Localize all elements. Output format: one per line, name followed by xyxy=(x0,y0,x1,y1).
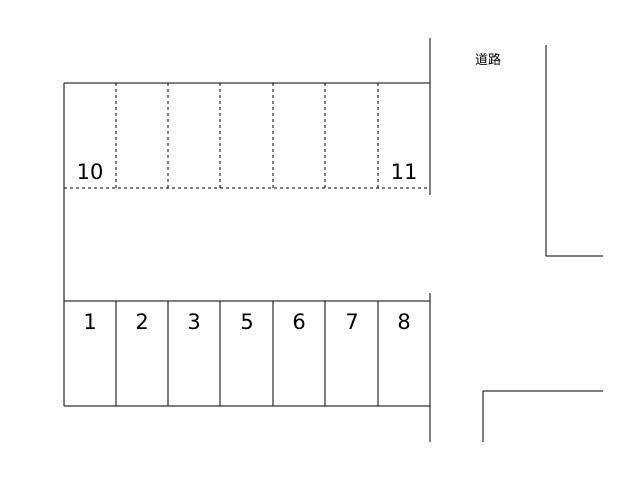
stall-number-5: 5 xyxy=(240,310,253,334)
bottom-parking-row xyxy=(64,300,430,407)
stall-number-6: 6 xyxy=(292,310,305,334)
top-parking-row xyxy=(64,82,430,189)
stall-label-11: 11 xyxy=(391,160,418,184)
stall-number-8: 8 xyxy=(397,310,410,334)
stall-number-2: 2 xyxy=(135,310,148,334)
stall-label-10: 10 xyxy=(77,160,104,184)
stall-number-3: 3 xyxy=(187,310,200,334)
road-edge-upper-right xyxy=(545,45,603,257)
road-edges xyxy=(482,45,603,442)
road-edge-lower-right xyxy=(482,390,603,442)
stall-number-7: 7 xyxy=(345,310,358,334)
road-label: 道路 xyxy=(475,52,501,68)
stall-number-1: 1 xyxy=(83,310,96,334)
